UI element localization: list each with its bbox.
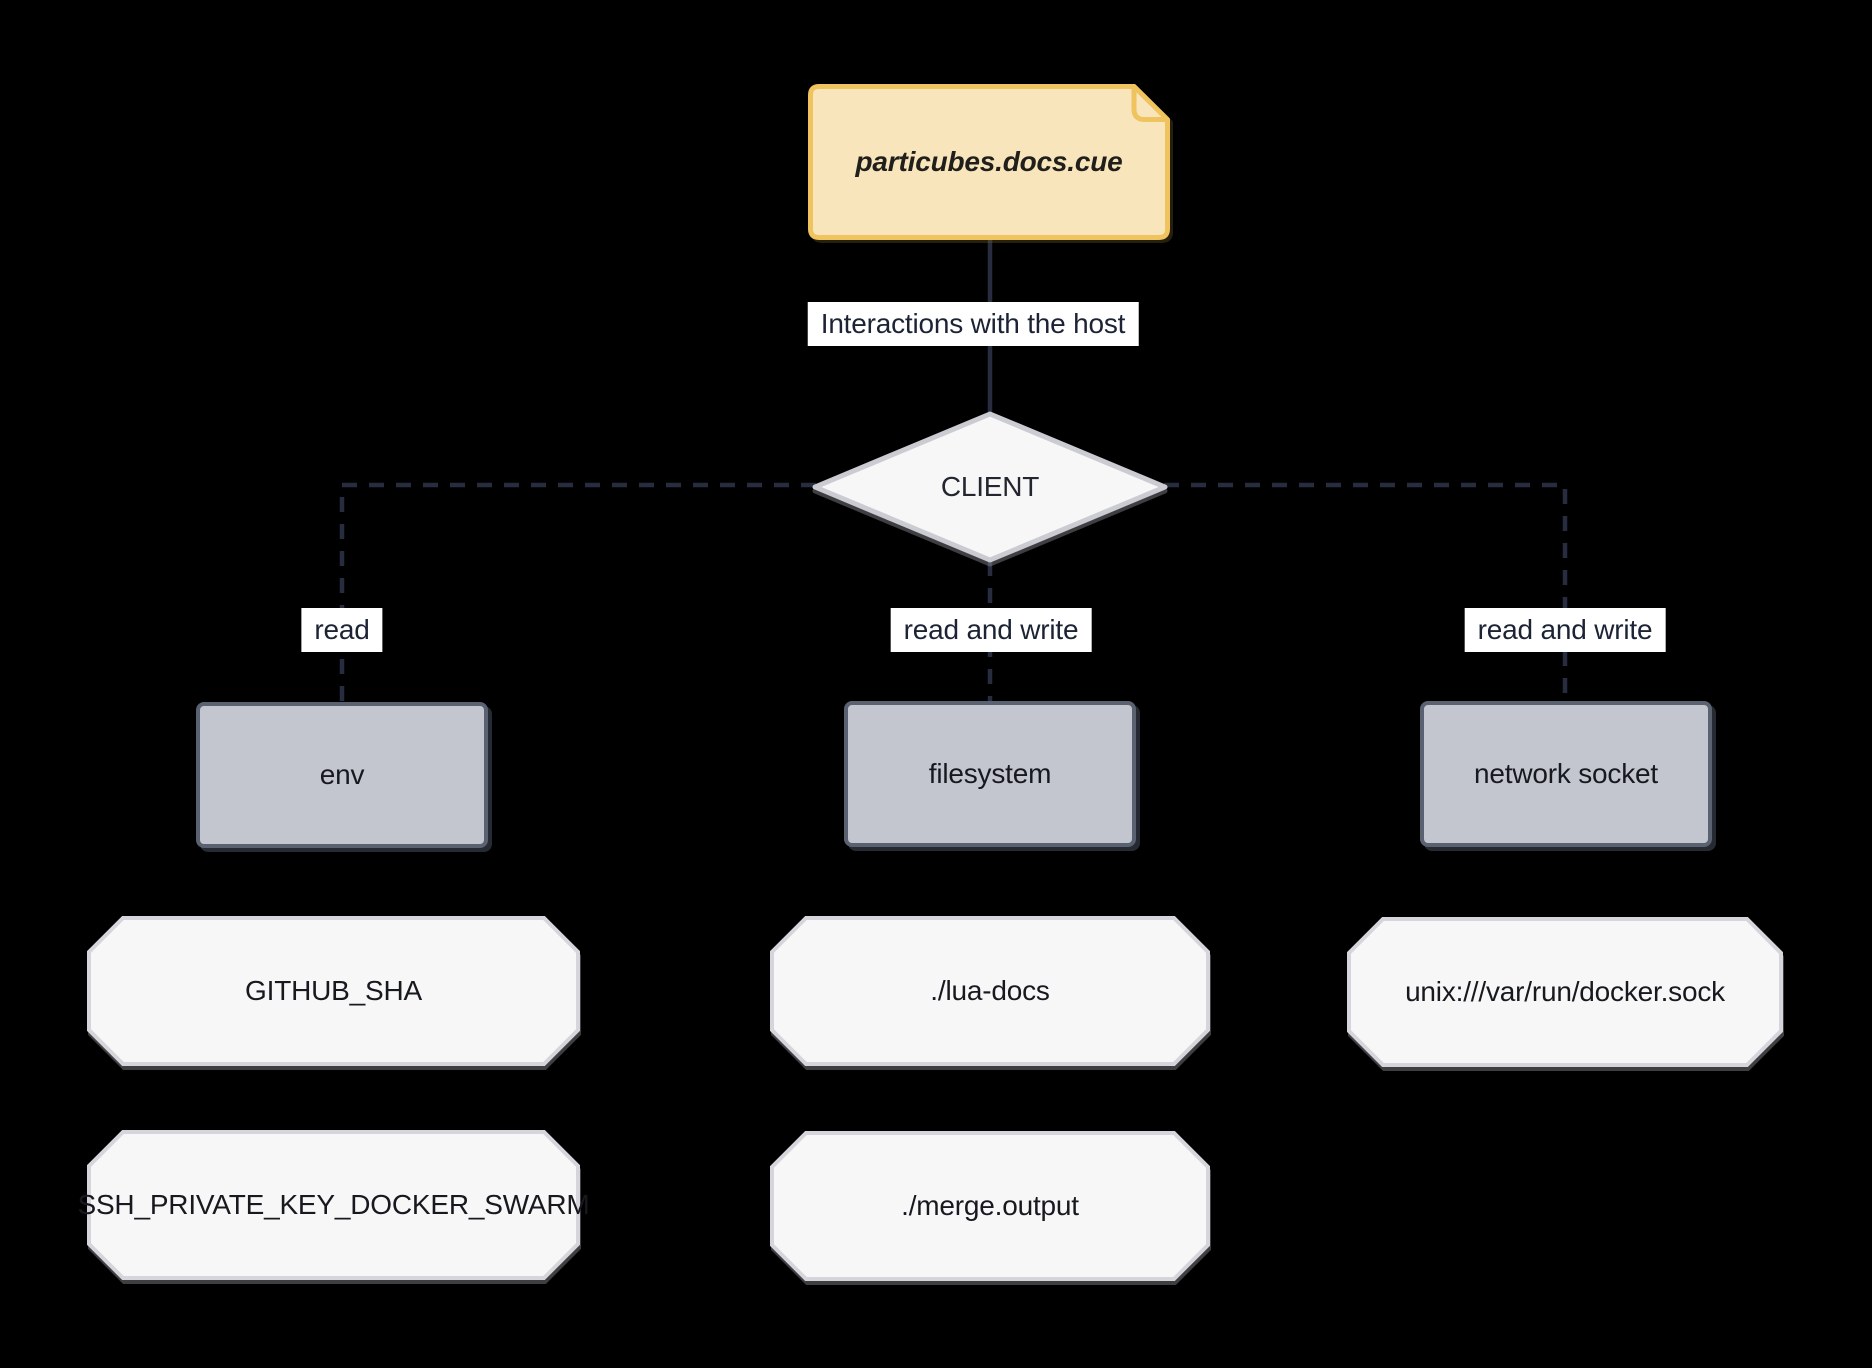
node-filesystem-label: filesystem (928, 758, 1052, 789)
node-network-socket-label: network socket (1474, 758, 1658, 789)
node-lua-docs-label: ./lua-docs (930, 975, 1050, 1006)
octagon-icon (87, 1130, 580, 1280)
edge-label-read: read (301, 608, 383, 652)
node-client-label: CLIENT (940, 471, 1040, 502)
node-github-sha: GITHUB_SHA (87, 916, 580, 1066)
node-lua-docs: ./lua-docs (770, 916, 1210, 1066)
note-icon (808, 84, 1170, 240)
edge-label-read-write-filesystem: read and write (890, 608, 1092, 652)
node-merge-output-label: ./merge.output (901, 1190, 1079, 1221)
node-github-sha-label: GITHUB_SHA (245, 975, 422, 1006)
octagon-icon (1347, 917, 1783, 1067)
node-env: env (196, 702, 488, 848)
octagon-icon (770, 916, 1210, 1066)
node-network-socket: network socket (1420, 701, 1712, 847)
node-source-file: particubes.docs.cue (808, 84, 1170, 240)
node-env-label: env (319, 759, 365, 790)
node-ssh-private-key: SSH_PRIVATE_KEY_DOCKER_SWARM (77, 1130, 590, 1280)
node-docker-sock-label: unix:///var/run/docker.sock (1405, 976, 1725, 1007)
octagon-icon (87, 916, 580, 1066)
node-merge-output: ./merge.output (770, 1131, 1210, 1281)
edge-label-host-interactions: Interactions with the host (807, 302, 1139, 346)
edge-client-to-env (339, 482, 816, 703)
node-source-file-label: particubes.docs.cue (855, 146, 1123, 177)
octagon-icon (770, 1131, 1210, 1281)
edge-client-to-network-socket (1164, 482, 1568, 702)
node-ssh-private-key-label: SSH_PRIVATE_KEY_DOCKER_SWARM (77, 1189, 590, 1220)
node-docker-sock: unix:///var/run/docker.sock (1347, 917, 1783, 1067)
diamond-icon (812, 411, 1168, 563)
node-client: CLIENT (812, 411, 1168, 563)
node-filesystem: filesystem (844, 701, 1136, 847)
edge-label-read-write-network: read and write (1464, 608, 1666, 652)
